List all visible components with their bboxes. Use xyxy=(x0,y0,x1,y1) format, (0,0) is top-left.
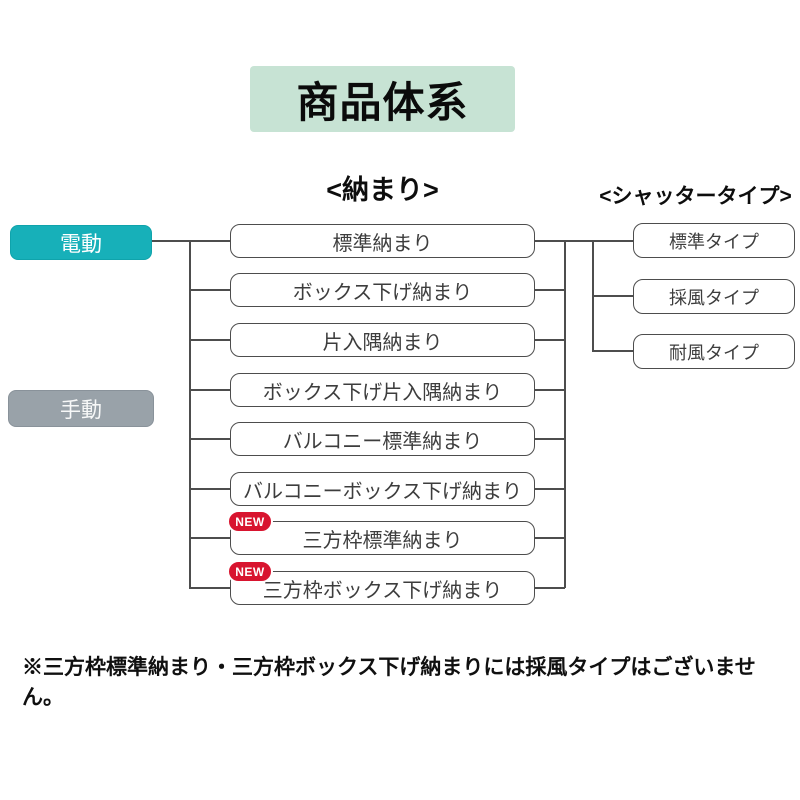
connector-line xyxy=(189,587,230,589)
shutter-node-taifuu: 耐風タイプ xyxy=(633,334,795,369)
osamari-node-sanpouwaku-standard: NEW 三方枠標準納まり xyxy=(227,510,535,555)
connector-line xyxy=(189,537,230,539)
connector-line xyxy=(189,438,230,440)
osamari-node-balcony-standard: バルコニー標準納まり xyxy=(230,422,535,456)
column-header-osamari: <納まり> xyxy=(326,175,439,205)
osamari-node-label: 三方枠標準納まり xyxy=(302,529,463,552)
column-header-shutter-type: <シャッタータイプ> xyxy=(599,185,792,208)
drive-node-manual: 手動 xyxy=(8,390,154,427)
osamari-node-label: ボックス下げ納まり xyxy=(292,281,473,304)
connector-line xyxy=(535,289,565,291)
footnote: ※三方枠標準納まり・三方枠ボックス下げ納まりには採風タイプはございません。 xyxy=(22,656,756,709)
connector-line xyxy=(189,389,230,391)
page-title: 商品体系 xyxy=(250,66,515,132)
connector-line xyxy=(535,389,565,391)
osamari-node-standard: 標準納まり xyxy=(230,224,535,258)
connector-line xyxy=(189,339,230,341)
connector-line xyxy=(592,295,633,297)
drive-node-electric: 電動 xyxy=(10,225,152,260)
shutter-node-label: 耐風タイプ xyxy=(669,342,759,363)
osamari-node-box-sage-kataisumi: ボックス下げ片入隅納まり xyxy=(230,373,535,407)
connector-line xyxy=(535,488,565,490)
connector-line xyxy=(189,488,230,490)
connector-line xyxy=(535,339,565,341)
osamari-node-label: バルコニーボックス下げ納まり xyxy=(243,480,522,503)
shutter-node-label: 採風タイプ xyxy=(669,287,759,308)
shutter-node-saifuu: 採風タイプ xyxy=(633,279,795,314)
shutter-node-standard: 標準タイプ xyxy=(633,223,795,258)
connector-line xyxy=(535,537,565,539)
connector-line xyxy=(592,350,633,352)
connector-line xyxy=(535,587,565,589)
connector-trunk-right xyxy=(564,240,566,588)
osamari-node-label: ボックス下げ片入隅納まり xyxy=(262,381,503,404)
connector-trunk-left xyxy=(189,240,191,588)
shutter-node-label: 標準タイプ xyxy=(669,231,759,252)
new-badge: NEW xyxy=(227,510,273,533)
osamari-node-label: 三方枠ボックス下げ納まり xyxy=(262,579,503,602)
osamari-node-sanpouwaku-box-sage: NEW 三方枠ボックス下げ納まり xyxy=(227,560,535,605)
osamari-node-box-sage: ボックス下げ納まり xyxy=(230,273,535,307)
osamari-node-label: 片入隅納まり xyxy=(322,331,443,354)
osamari-node-kataisumi: 片入隅納まり xyxy=(230,323,535,357)
osamari-node-balcony-box-sage: バルコニーボックス下げ納まり xyxy=(230,472,535,506)
new-badge: NEW xyxy=(227,560,273,583)
osamari-node-label: 標準納まり xyxy=(332,232,433,255)
connector-line xyxy=(189,289,230,291)
connector-line xyxy=(535,240,633,242)
connector-line xyxy=(535,438,565,440)
osamari-node-label: バルコニー標準納まり xyxy=(282,430,483,453)
